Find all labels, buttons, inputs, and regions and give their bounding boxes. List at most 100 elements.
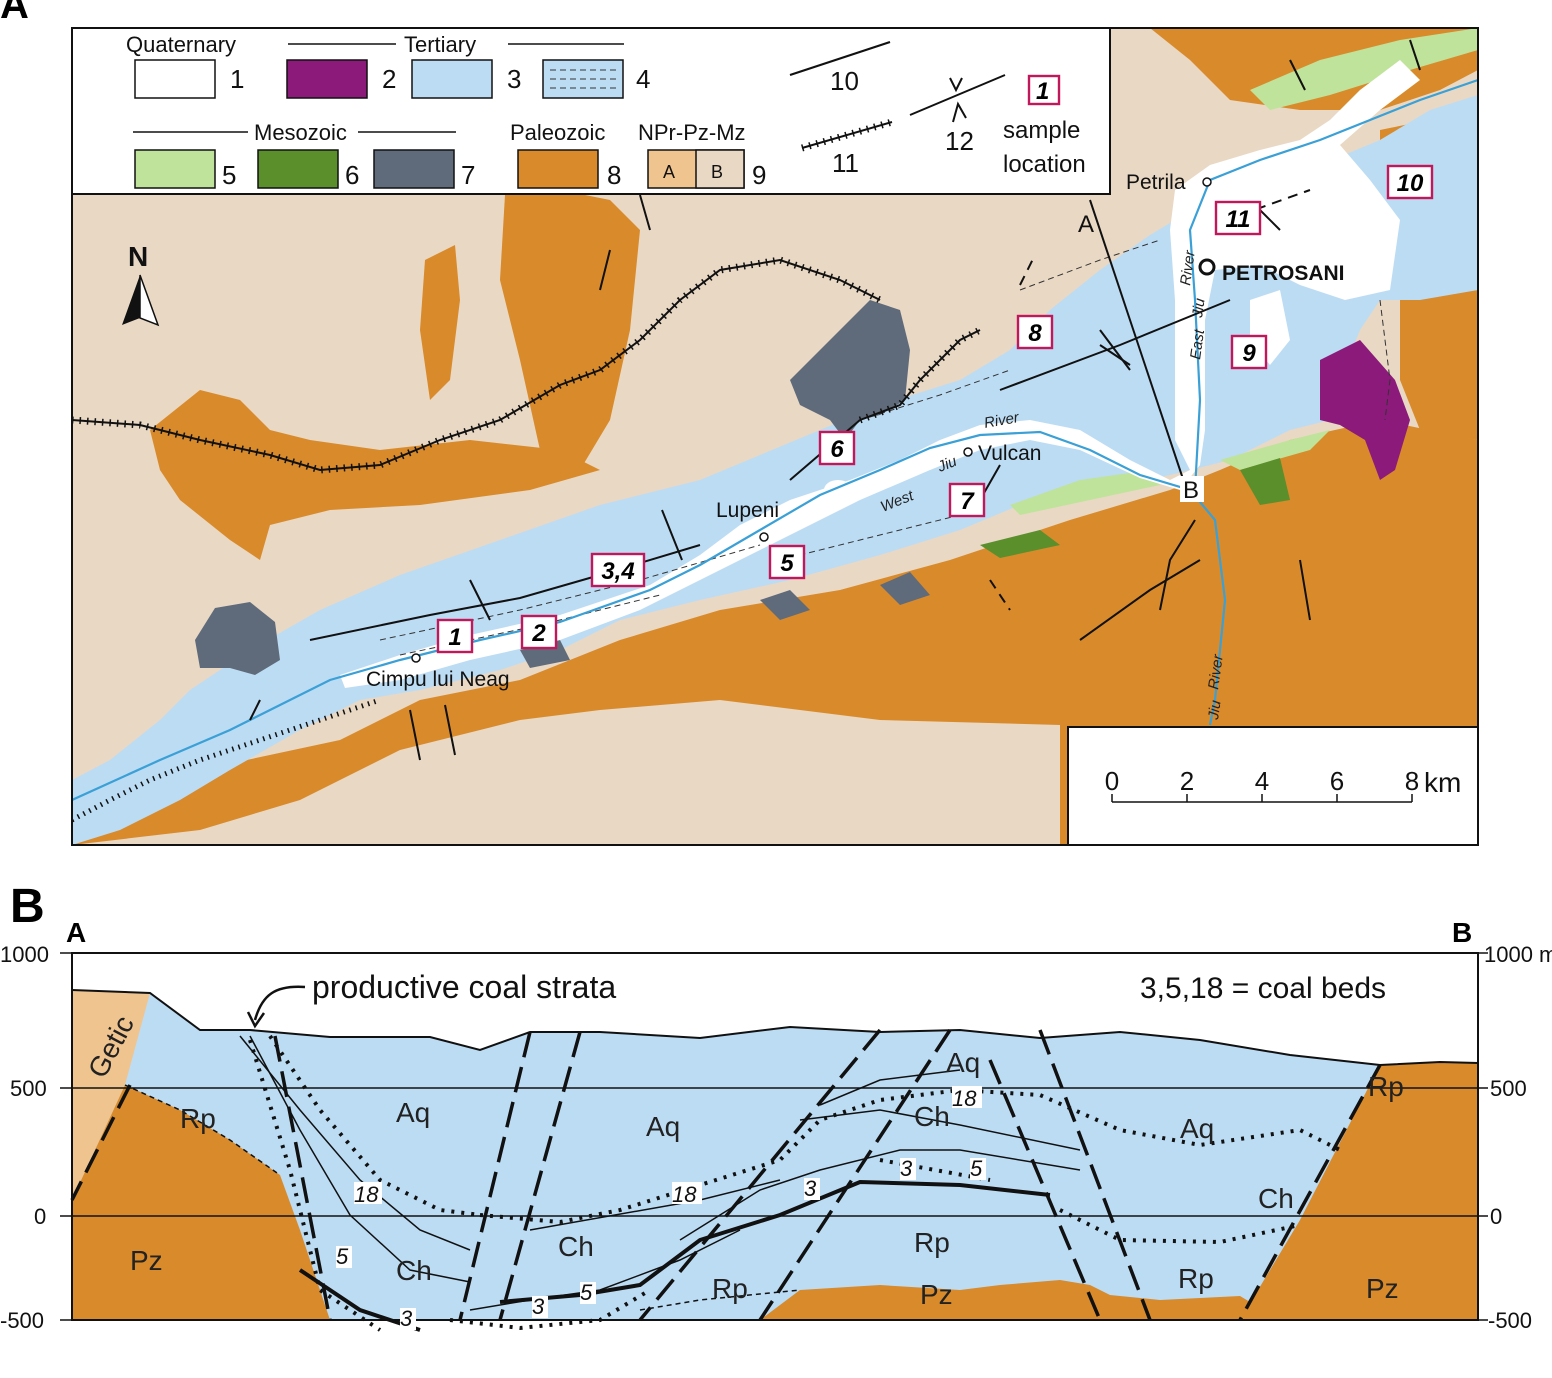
river-label: Jiu xyxy=(1205,699,1225,722)
y-axis-ticks xyxy=(60,952,1488,1321)
petrila-marker xyxy=(1202,177,1212,187)
bed-label-bg xyxy=(672,1182,702,1204)
town-petrosani: PETROSANI xyxy=(1222,262,1345,285)
legend-num-6: 6 xyxy=(345,160,359,190)
scale-tick-label: 0 xyxy=(1105,766,1119,796)
faults xyxy=(249,39,1421,761)
section-topography xyxy=(71,989,1479,1067)
bed-3: 3 xyxy=(900,1156,913,1181)
unit-aq: Aq xyxy=(396,1097,430,1128)
bed-label-bg xyxy=(336,1246,352,1268)
panel-b-label: B xyxy=(10,880,45,933)
y-axis-left-minus500: -500 xyxy=(0,1308,44,1333)
legend-num-11: 11 xyxy=(832,148,859,178)
bed-label-bg xyxy=(970,1158,986,1180)
bed-5: 5 xyxy=(970,1156,983,1181)
paleozoic-body xyxy=(150,390,600,560)
legend-swatch-4-laminae xyxy=(550,69,616,89)
north-label: N xyxy=(128,241,148,272)
legend-sample-box xyxy=(1027,74,1061,106)
mesozoic-slate xyxy=(880,572,930,605)
section-faults xyxy=(70,1028,1382,1322)
petrosani-marker xyxy=(1198,258,1216,276)
sample-box xyxy=(436,618,474,654)
legend-num-2: 2 xyxy=(382,64,396,94)
legend-sample-line1: sample xyxy=(1003,117,1080,144)
annotation-arrow xyxy=(253,985,306,1021)
bed-18: 18 xyxy=(672,1182,697,1207)
legend-num-3: 3 xyxy=(507,64,521,94)
legend-swatch-3 xyxy=(411,59,493,99)
vulcan-marker xyxy=(963,447,973,457)
bed-label-bg xyxy=(804,1178,820,1200)
section-end-a: A xyxy=(66,917,86,948)
sample-box xyxy=(1230,334,1268,370)
legend-syncline-arrows xyxy=(949,77,967,123)
cretaceous-strip xyxy=(1250,28,1478,110)
section-line-start: A xyxy=(1078,211,1094,238)
y-axis-right-minus500: -500 xyxy=(1488,1308,1532,1333)
bed-label-bg xyxy=(952,1086,982,1108)
legend-box-9b: B xyxy=(711,162,723,182)
y-axis-right-1000: 1000 m xyxy=(1484,942,1552,967)
bed-label-bg xyxy=(532,1296,548,1318)
sample-label: 2 xyxy=(531,620,546,647)
unit-pz: Pz xyxy=(1366,1273,1399,1304)
river-label: East xyxy=(1187,328,1208,361)
unit-rp: Rp xyxy=(1178,1263,1214,1294)
unit-rp: Rp xyxy=(180,1103,216,1134)
legend-swatch-9b xyxy=(695,149,745,189)
paleozoic-body xyxy=(420,245,460,400)
legend-mesozoic: Mesozoic xyxy=(254,120,347,145)
y-axis-left-500: 500 xyxy=(10,1076,47,1101)
legend-swatch-5 xyxy=(134,149,216,189)
coal-bed-labels: 18 18 18 5 5 5 3 3 3 3 xyxy=(336,1086,986,1331)
unit-ch: Ch xyxy=(914,1101,950,1132)
town-petrila: Petrila xyxy=(1126,171,1186,194)
bed-5: 5 xyxy=(580,1280,593,1305)
unit-pz: Pz xyxy=(920,1279,953,1310)
bed-3: 3 xyxy=(400,1306,413,1331)
east-jiu-river xyxy=(1188,78,1478,491)
legend-swatch-7 xyxy=(373,149,455,189)
unit-rp: Rp xyxy=(1368,1071,1404,1102)
unit-aq: Aq xyxy=(946,1047,980,1078)
sample-label: 7 xyxy=(960,488,975,515)
river-label: River xyxy=(983,409,1021,432)
legend-syncline-symbol xyxy=(909,74,1006,116)
y-axis-right-0: 0 xyxy=(1490,1204,1502,1229)
y-axis-right-500: 500 xyxy=(1490,1076,1527,1101)
y-axis-left-0: 0 xyxy=(34,1204,46,1229)
scale-tick-label: 2 xyxy=(1180,766,1194,796)
bed-5: 5 xyxy=(336,1244,349,1269)
panel-a-label: A xyxy=(0,0,29,27)
north-arrow-dark xyxy=(122,275,140,325)
town-cimpu-lui-neag: Cimpu lui Neag xyxy=(366,668,510,691)
annotation-productive-coal: productive coal strata xyxy=(312,969,616,1005)
section-label-bg xyxy=(1180,476,1204,502)
legend-sample-number: 1 xyxy=(1036,78,1049,105)
north-arrow-light xyxy=(139,274,160,327)
legend-nprpzmz: NPr-Pz-Mz xyxy=(638,120,746,145)
section-getic xyxy=(72,990,150,1200)
scale-box xyxy=(1067,726,1479,846)
sample-box xyxy=(520,614,558,650)
legend-box-9a: A xyxy=(663,162,675,182)
mesozoic-slate xyxy=(790,300,910,440)
legend-paleozoic: Paleozoic xyxy=(510,120,605,145)
legend-num-1: 1 xyxy=(230,64,244,94)
river-label: River xyxy=(1205,653,1227,691)
towns: Petrila PETROSANI Vulcan Lupeni Cimpu lu… xyxy=(366,171,1345,691)
bed-label-bg xyxy=(400,1308,416,1330)
unit-ch: Ch xyxy=(558,1231,594,1262)
section-line-end: B xyxy=(1183,477,1199,504)
legend-num-9: 9 xyxy=(752,160,766,190)
section-frame xyxy=(71,952,1479,1321)
legend-swatch-8 xyxy=(517,149,599,189)
unit-ch: Ch xyxy=(396,1255,432,1286)
unit-rp: Rp xyxy=(712,1273,748,1304)
sample-box xyxy=(768,544,806,580)
legend-num-8: 8 xyxy=(607,160,621,190)
